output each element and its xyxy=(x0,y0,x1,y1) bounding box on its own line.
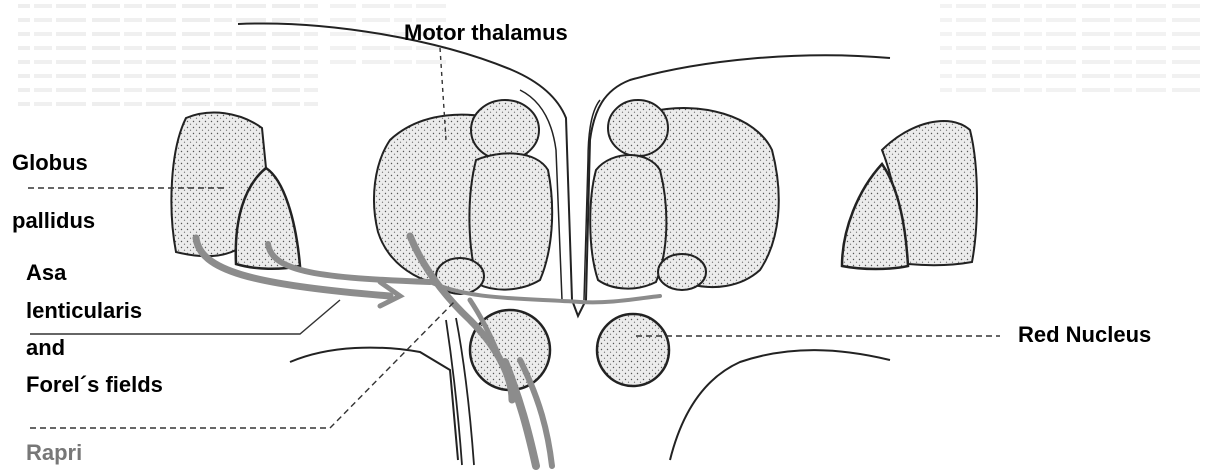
red-nucleus-label: Red Nucleus xyxy=(1018,324,1151,346)
pallidal-pathways xyxy=(196,236,660,466)
asa-lenticularis-label-line1: Asa xyxy=(26,262,66,284)
midbrain-outline-right xyxy=(670,350,890,460)
asa-lenticularis-label-line2: lenticularis xyxy=(26,300,142,322)
asa-lenticularis-label-line3: and xyxy=(26,337,65,359)
globus-pallidus-label-line2: pallidus xyxy=(12,210,95,232)
midbrain-outline xyxy=(290,348,458,460)
thalamus-left-anterior-nucleus xyxy=(471,100,539,160)
red-nucleus-right xyxy=(597,314,669,386)
thalamus-right-anterior-nucleus xyxy=(608,100,668,156)
forels-fields-label: Forel´s fields xyxy=(26,374,163,396)
thalamus-right-lateral-nucleus xyxy=(590,155,666,289)
thalamus-right-posterior-nucleus xyxy=(658,254,706,290)
rapri-label: Rapri xyxy=(26,442,82,464)
globus-pallidus-label-line1: Globus xyxy=(12,152,88,174)
motor-thalamus-label: Motor thalamus xyxy=(404,22,568,44)
